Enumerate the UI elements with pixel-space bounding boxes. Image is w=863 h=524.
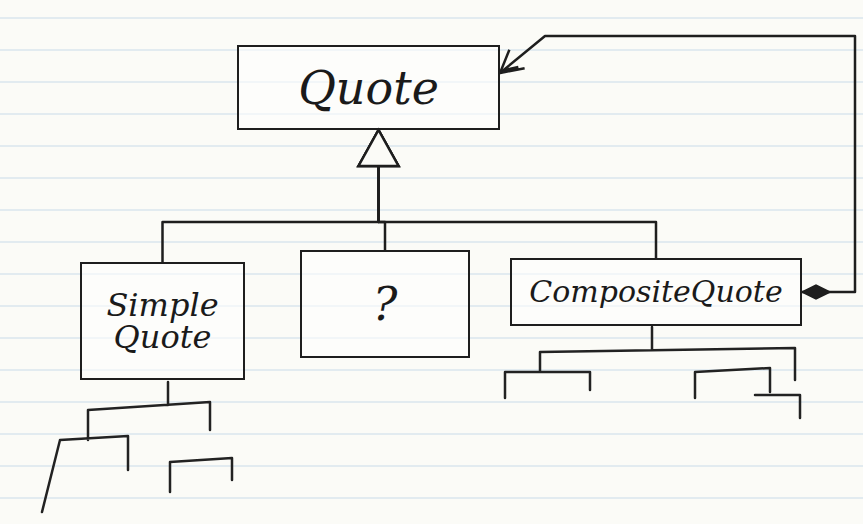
rule-line bbox=[0, 401, 863, 402]
class-name: Quote bbox=[298, 65, 439, 111]
class-name: CompositeQuote bbox=[529, 277, 782, 307]
class-box: Quote bbox=[237, 45, 500, 130]
text-stack: CompositeQuote bbox=[529, 277, 782, 307]
rule-line bbox=[0, 433, 863, 434]
rule-line bbox=[0, 177, 863, 178]
rule-line bbox=[0, 17, 863, 18]
tree-branch bbox=[42, 382, 232, 512]
tree-branch bbox=[505, 327, 800, 418]
class-name: Simple Quote bbox=[86, 289, 239, 353]
text-stack: Quote bbox=[298, 65, 439, 111]
inheritance-line bbox=[163, 130, 379, 262]
class-box: ? bbox=[300, 250, 470, 358]
class-box: Simple Quote bbox=[80, 262, 245, 380]
rule-line bbox=[0, 145, 863, 146]
aggregation-line bbox=[500, 36, 855, 292]
rule-line bbox=[0, 209, 863, 210]
inheritance-line bbox=[379, 130, 386, 250]
inheritance-line bbox=[379, 130, 657, 258]
ruled-lines bbox=[0, 18, 863, 498]
text-stack: ? bbox=[373, 281, 398, 327]
rule-line bbox=[0, 465, 863, 466]
text-stack: Simple Quote bbox=[86, 289, 239, 353]
class-name: ? bbox=[373, 281, 398, 327]
class-box: CompositeQuote bbox=[510, 258, 802, 326]
rule-line bbox=[0, 241, 863, 242]
rule-line bbox=[0, 497, 863, 498]
